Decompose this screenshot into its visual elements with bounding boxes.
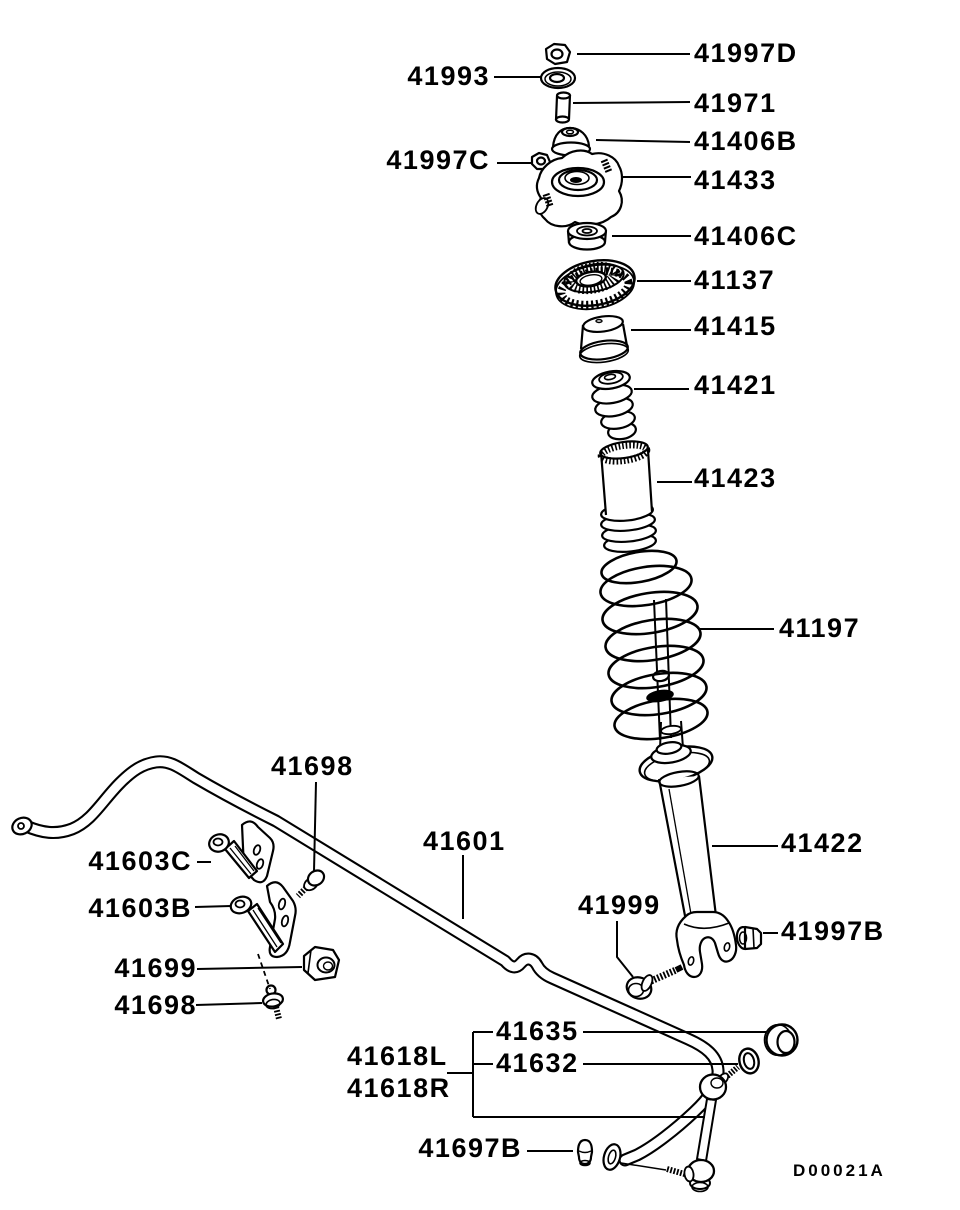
part-label-41618l: 41618L: [347, 1041, 448, 1071]
bolt-41999-drawing: [625, 964, 684, 1000]
part-label-41997c: 41997C: [386, 145, 490, 175]
washer-41993-drawing: [539, 66, 577, 90]
shock-absorber-41422-drawing: [638, 720, 738, 979]
part-label-41422: 41422: [781, 828, 864, 858]
diagram-code: D00021A: [793, 1161, 886, 1180]
coil-spring-41197-drawing: [599, 549, 709, 741]
bolt-41698-upper-drawing: [295, 869, 326, 899]
leader-lines: [194, 53, 778, 1171]
part-label-41635: 41635: [496, 1016, 579, 1046]
part-label-41421: 41421: [694, 370, 777, 400]
cap-41697b-drawing: [576, 1138, 594, 1167]
part-label-41601: 41601: [423, 826, 506, 856]
part-label-41415: 41415: [694, 311, 777, 341]
bump-stopper-41421-drawing: [591, 369, 637, 441]
part-label-41971: 41971: [694, 88, 777, 118]
part-label-41997d: 41997D: [694, 38, 798, 68]
cup-41415-drawing: [578, 314, 630, 364]
bracket-41603b-drawing: [229, 881, 297, 959]
part-label-41618r: 41618R: [347, 1073, 451, 1103]
part-label-41632: 41632: [496, 1048, 579, 1078]
bushing-41699-drawing: [302, 945, 341, 982]
spacer-41971-drawing: [554, 91, 572, 124]
nut-41997b-drawing: [735, 925, 763, 951]
mount-41433-drawing: [534, 149, 624, 228]
part-label-41423: 41423: [694, 463, 777, 493]
part-label-41698-upper: 41698: [271, 751, 354, 781]
ring-41632-drawing: [738, 1047, 760, 1075]
spring-seat-41137-drawing: [554, 259, 636, 311]
bracket-41603c-drawing: [208, 820, 275, 884]
part-label-41993: 41993: [407, 61, 490, 91]
part-label-41603b: 41603B: [88, 893, 192, 923]
part-label-41698-lower: 41698: [114, 990, 197, 1020]
bolt-41698-lower-drawing: [261, 984, 285, 1020]
part-label-41699: 41699: [114, 953, 197, 983]
part-label-41406b: 41406B: [694, 126, 798, 156]
stabilizer-bracket-parts-drawing: [208, 820, 341, 1020]
part-label-41433: 41433: [694, 165, 777, 195]
part-label-41997b: 41997B: [781, 916, 885, 946]
part-label-41197: 41197: [779, 613, 861, 643]
link-41618-drawing: [666, 1064, 740, 1193]
nut-41997d-drawing: [544, 42, 572, 66]
part-label-41697b: 41697B: [418, 1133, 522, 1163]
stabilizer-link-parts-drawing: [576, 1023, 799, 1193]
part-label-41999: 41999: [578, 890, 661, 920]
bushing-41406c-drawing: [566, 221, 608, 251]
part-label-41603c: 41603C: [88, 846, 192, 876]
strut-mount-stack-drawing: [530, 42, 657, 553]
dust-cover-41423-drawing: [597, 440, 657, 553]
part-label-41137: 41137: [694, 265, 776, 295]
part-label-41406c: 41406C: [694, 221, 798, 251]
